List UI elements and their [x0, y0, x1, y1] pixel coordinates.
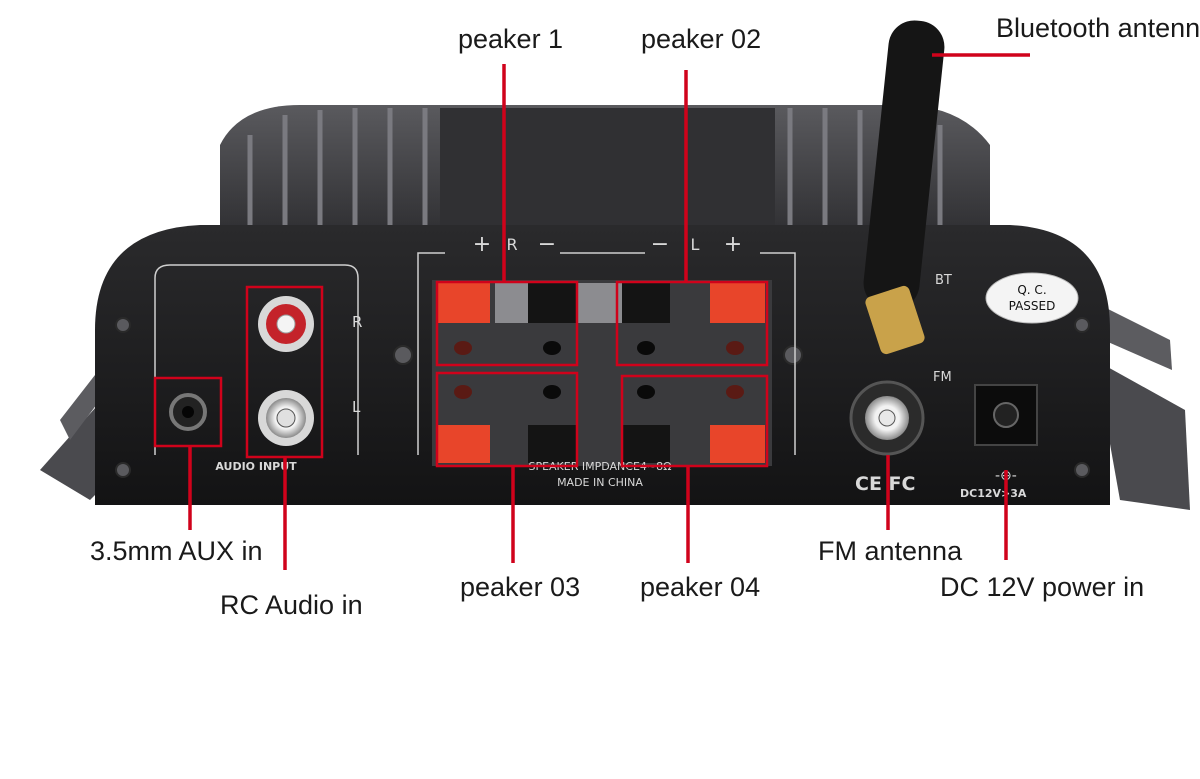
- impedance-label: SPEAKER IMPDANCE4~8Ω: [528, 460, 671, 473]
- rca-r-label: R: [352, 313, 362, 331]
- bluetooth-antenna-connector: [865, 285, 925, 355]
- speaker02-highlight-box: [615, 280, 769, 367]
- bt-antenna-callout: Bluetooth antenna: [996, 13, 1200, 43]
- speaker1-callout: peaker 1: [458, 24, 563, 54]
- speaker03-minus-clip: [528, 425, 576, 463]
- callout-labels: peaker 1 peaker 02 Bluetooth antenna 3.5…: [90, 13, 1200, 620]
- speaker04-highlight-box: [620, 374, 769, 468]
- aux-highlight-box: [153, 376, 223, 448]
- bottom-row-holes: [454, 385, 744, 399]
- dc-power-jack: [974, 384, 1038, 446]
- speaker1-plus-clip: [438, 283, 490, 323]
- ce-fcc-mark: CE FC: [855, 473, 915, 495]
- dc-power-callout: DC 12V power in: [940, 572, 1144, 602]
- fm-antenna-center: [878, 409, 896, 427]
- l-channel-label: L: [691, 235, 700, 254]
- l-minus-label: −: [651, 232, 669, 257]
- terminal-frame: [417, 252, 796, 455]
- r-minus-label: −: [538, 232, 556, 257]
- heatsink-fins: [247, 108, 943, 245]
- speaker1-highlight-box: [435, 280, 579, 367]
- aux-jack-hole: [182, 406, 194, 418]
- audio-input-label: AUDIO INPUT: [215, 460, 297, 473]
- qc-line2: PASSED: [1009, 299, 1056, 313]
- antenna-power-section: BT FM CE FC Q. C. PASSED -⊖- DC12V>3A: [849, 20, 1079, 500]
- speaker1-minus-clip: [528, 283, 576, 323]
- l-plus-label: +: [724, 232, 742, 257]
- fm-label: FM: [933, 370, 952, 385]
- bluetooth-antenna: [863, 20, 945, 310]
- speaker04-plus-clip: [710, 425, 765, 463]
- speaker04-minus-clip: [622, 425, 670, 463]
- r-channel-label: R: [506, 235, 517, 254]
- audio-input-section: AUDIO INPUT R L: [154, 264, 362, 473]
- dc-rating-label: DC12V>3A: [960, 487, 1027, 500]
- fm-antenna-callout: FM antenna: [818, 536, 963, 566]
- qc-passed-sticker: [985, 272, 1079, 324]
- made-in-label: MADE IN CHINA: [557, 476, 643, 489]
- panel-screws: [115, 317, 1090, 478]
- rca-left-center: [276, 408, 296, 428]
- top-row-holes: [454, 341, 744, 355]
- rc-audio-callout: RC Audio in: [220, 590, 363, 620]
- rca-l-label: L: [352, 398, 361, 416]
- right-upper-fin: [1090, 300, 1172, 370]
- r-plus-label: +: [473, 232, 491, 257]
- aux-in-callout: 3.5mm AUX in: [90, 536, 263, 566]
- audio-input-frame: [154, 264, 359, 455]
- rca-right-center: [276, 314, 296, 334]
- leader-lines: [188, 53, 1030, 570]
- speaker02-minus-clip: [622, 283, 670, 323]
- dc-power-jack-hole: [993, 402, 1019, 428]
- speaker03-highlight-box: [435, 371, 579, 468]
- speaker03-plus-clip: [438, 425, 490, 463]
- speaker03-callout: peaker 03: [460, 572, 580, 602]
- bt-label: BT: [935, 273, 952, 288]
- right-lower-fin: [1095, 360, 1190, 510]
- speaker02-plus-clip: [710, 283, 765, 323]
- qc-line1: Q. C.: [1017, 283, 1046, 297]
- speaker02-callout: peaker 02: [641, 24, 761, 54]
- center-plate: [440, 108, 775, 248]
- speaker04-callout: peaker 04: [640, 572, 760, 602]
